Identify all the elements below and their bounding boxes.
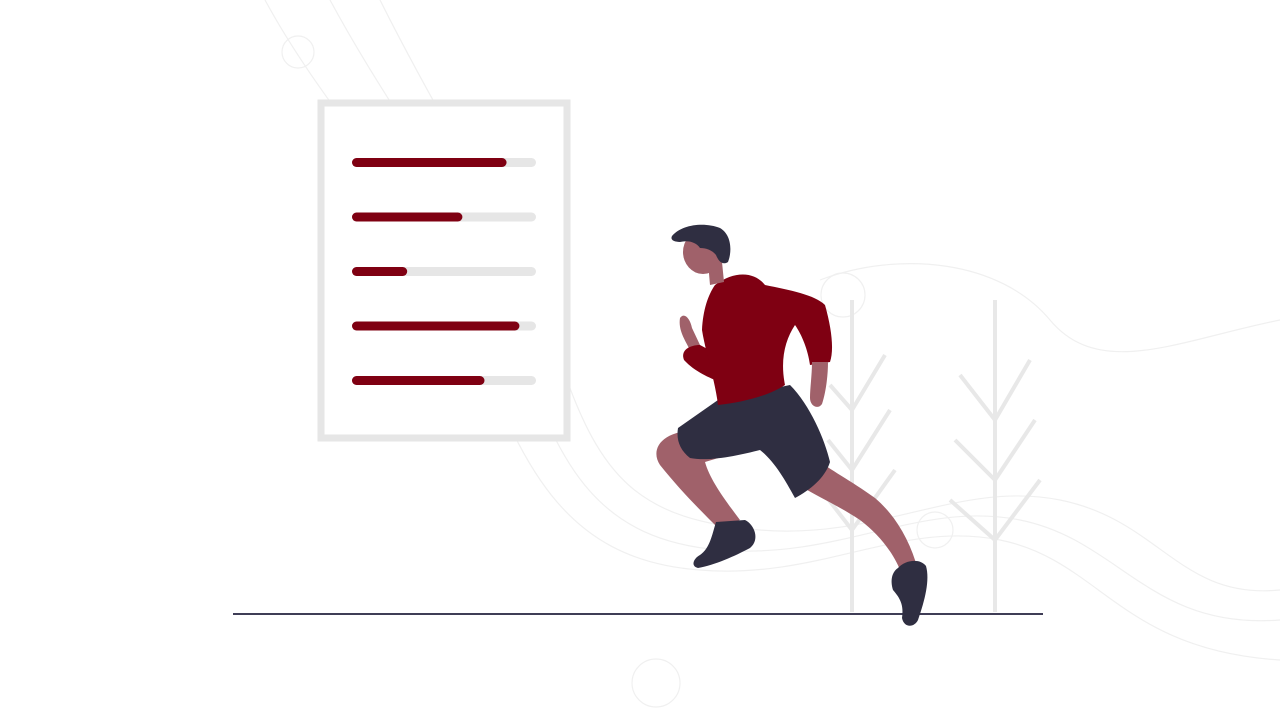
progress-fill — [352, 376, 485, 385]
back-shoe-icon — [693, 520, 756, 568]
progress-bar — [352, 212, 536, 222]
progress-bar — [352, 376, 536, 385]
progress-bar — [352, 267, 536, 276]
runner-figure — [656, 224, 928, 626]
progress-fill — [352, 321, 520, 331]
back-arm — [679, 315, 700, 350]
front-arm — [810, 362, 828, 407]
progress-fill — [352, 212, 463, 222]
hair — [671, 224, 731, 264]
progress-bar-list — [352, 158, 536, 385]
tree-icon — [823, 300, 1042, 612]
shorts — [677, 385, 830, 498]
progress-fill — [352, 158, 507, 167]
hoodie — [702, 274, 833, 405]
front-shoe-icon — [891, 560, 928, 626]
front-leg — [780, 458, 918, 575]
progress-bar — [352, 321, 536, 331]
progress-bar — [352, 158, 536, 167]
progress-fill — [352, 267, 408, 276]
